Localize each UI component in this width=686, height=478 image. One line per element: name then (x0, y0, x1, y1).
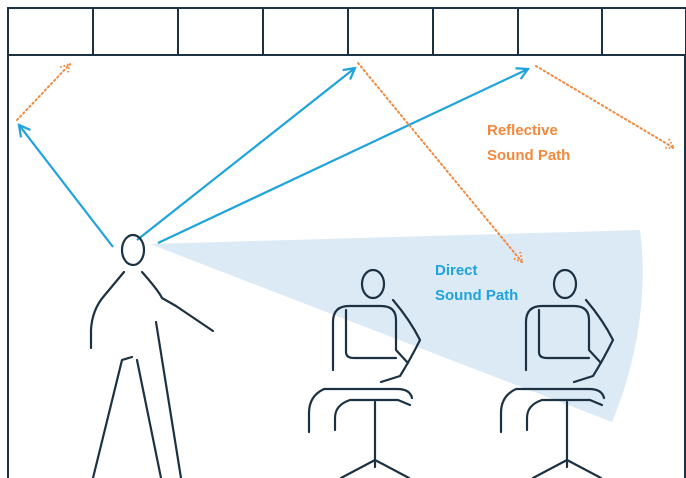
seated-listener-icon (307, 268, 422, 478)
arrow-icon (136, 68, 355, 241)
arrow-icon (16, 64, 70, 121)
seated-listener-icon (499, 268, 615, 478)
reflective-label-line1: Reflective (487, 122, 558, 139)
direct-label-line2: Sound Path (435, 287, 518, 304)
direct-label-line1: Direct (435, 262, 478, 279)
arrow-icon (357, 62, 522, 262)
speaker-figure-icon (89, 233, 215, 478)
arrow-icon (157, 69, 528, 244)
reflective-paths (16, 62, 674, 262)
direct-arrows (19, 68, 528, 248)
ceiling (7, 7, 686, 56)
arrow-icon (535, 65, 674, 148)
arrow-icon (19, 125, 114, 248)
reflective-label-line2: Sound Path (487, 147, 570, 164)
